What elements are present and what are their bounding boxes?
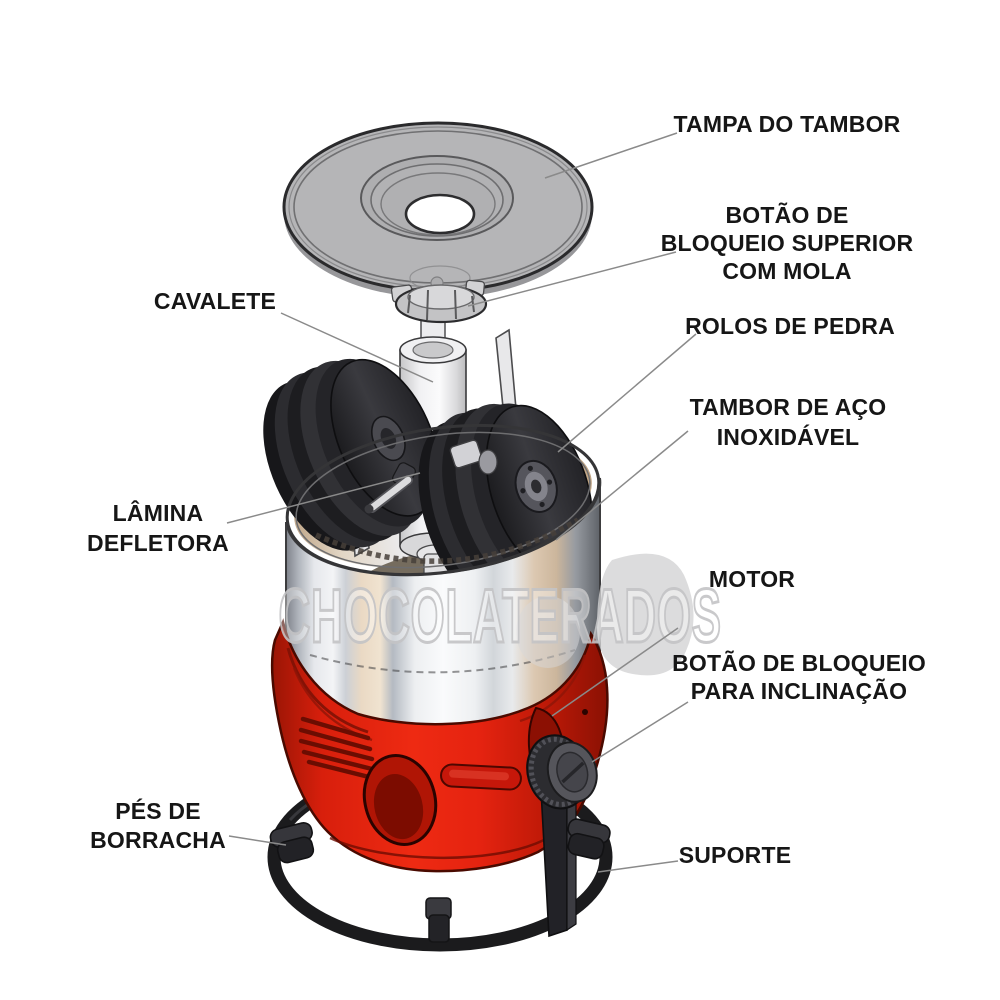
- label-motor: MOTOR: [709, 565, 795, 593]
- support-bar: [540, 788, 577, 938]
- leader-botao-inclinacao: [591, 701, 689, 763]
- label-tambor-aco-inoxidavel: TAMBOR DE AÇO INOXIDÁVEL: [690, 392, 887, 452]
- axle-nut: [449, 439, 498, 475]
- front-clamp: [425, 897, 452, 943]
- label-line: SUPORTE: [678, 842, 792, 868]
- label-tampa-do-tambor: TAMPA DO TAMBOR: [673, 110, 900, 138]
- label-line: MOTOR: [708, 566, 796, 592]
- leader-tambor: [555, 430, 689, 541]
- label-line: BORRACHA: [90, 827, 226, 853]
- tilt-lock-knob: [526, 734, 598, 810]
- label-suporte: SUPORTE: [679, 841, 792, 869]
- label-botao-bloqueio-inclinacao: BOTÃO DE BLOQUEIO PARA INCLINAÇÃO: [672, 649, 926, 705]
- label-line: BOTÃO DE BLOQUEIO: [672, 650, 926, 676]
- housing-slot: [440, 763, 522, 791]
- label-line: TAMBOR DE AÇO: [689, 394, 887, 420]
- drum-rim: [285, 423, 601, 577]
- label-line: CAVALETE: [153, 288, 277, 314]
- label-line: BLOQUEIO SUPERIOR: [660, 230, 914, 256]
- watermark: CHOCOLATERADOS: [277, 553, 722, 676]
- top-locking-knob: [390, 279, 488, 324]
- label-line: INOXIDÁVEL: [716, 424, 860, 450]
- rim-speckle-band: [314, 517, 580, 564]
- label-line: COM MOLA: [722, 258, 852, 284]
- label-line: LÂMINA: [112, 500, 204, 526]
- housing-recess: [362, 754, 438, 846]
- motor-housing: [270, 618, 609, 873]
- leader-pes-de-borracha: [228, 835, 287, 846]
- stainless-drum: [263, 308, 602, 734]
- leader-botao-superior: [467, 251, 677, 307]
- label-botao-bloqueio-superior: BOTÃO DE BLOQUEIO SUPERIOR COM MOLA: [661, 201, 914, 285]
- leader-rolos-de-pedra: [557, 333, 697, 453]
- leader-motor: [551, 627, 679, 717]
- vent-slats: [298, 716, 375, 780]
- watermark-text: CHOCOLATERADOS: [278, 575, 721, 659]
- watermark-blob: [597, 553, 694, 676]
- rubber-foot-right: [567, 818, 611, 860]
- label-line: ROLOS DE PEDRA: [685, 313, 895, 339]
- leader-lines: [226, 132, 697, 873]
- label-lamina-defletora: LÂMINA DEFLETORA: [87, 498, 229, 558]
- label-line: PARA INCLINAÇÃO: [690, 678, 908, 704]
- lid-center-hole: [404, 193, 476, 235]
- label-line: TAMPA DO TAMBOR: [673, 111, 901, 137]
- label-line: PÉS DE: [115, 798, 201, 824]
- rubber-foot-left: [269, 822, 315, 864]
- label-pes-de-borracha: PÉS DE BORRACHA: [90, 797, 226, 855]
- leader-lamina-defletora: [226, 472, 421, 524]
- label-line: DEFLETORA: [87, 530, 229, 556]
- leader-cavalete: [280, 312, 434, 383]
- leader-tampa-do-tambor: [544, 132, 678, 179]
- drum-lid: [282, 121, 594, 298]
- label-cavalete: CAVALETE: [154, 287, 276, 315]
- label-line: BOTÃO DE: [725, 202, 849, 228]
- leader-suporte: [597, 860, 679, 873]
- deflector-arm: [364, 462, 416, 514]
- label-rolos-de-pedra: ROLOS DE PEDRA: [685, 312, 895, 340]
